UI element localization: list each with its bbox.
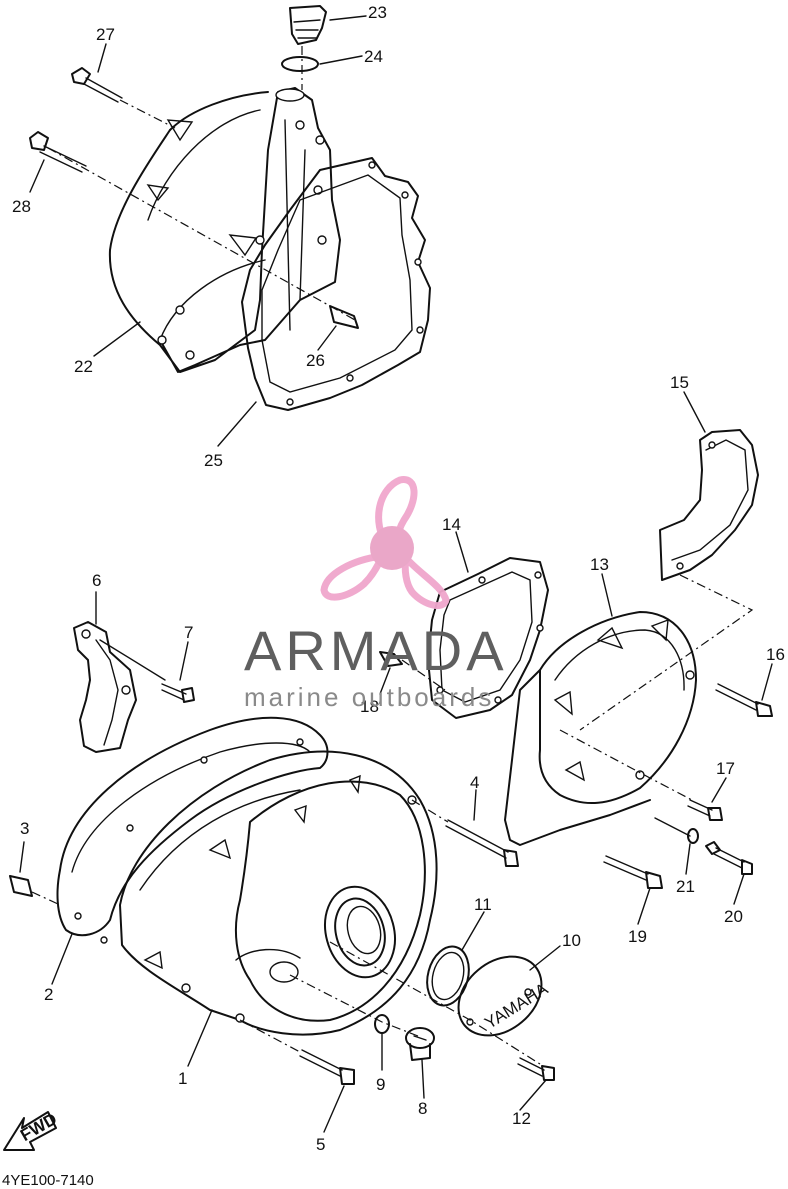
- armada-watermark: ARMADA marine outboards: [244, 476, 508, 712]
- callout-13: 13: [590, 555, 609, 574]
- clutch-housing: [108, 87, 341, 373]
- bolt-17: [687, 799, 723, 821]
- mounting-bracket: [73, 621, 166, 753]
- washer-21: [687, 828, 699, 844]
- dowel-pin: [329, 305, 359, 329]
- callout-10: 10: [562, 931, 581, 950]
- callout-21: 21: [676, 877, 695, 896]
- plug-8: [405, 1027, 435, 1061]
- o-ring-11-inner: [431, 951, 465, 1001]
- bolt-28: [29, 131, 87, 173]
- callout-2: 2: [44, 985, 53, 1004]
- callout-15: 15: [670, 373, 689, 392]
- bolt-5: [299, 1049, 355, 1085]
- crankcase-cover-gasket: [427, 557, 549, 719]
- leader-lines: [19, 15, 773, 1133]
- callout-22: 22: [74, 357, 93, 376]
- callout-17: 17: [716, 759, 735, 778]
- callout-7: 7: [184, 623, 193, 642]
- screw-12: [517, 1057, 555, 1081]
- callout-26: 26: [306, 351, 325, 370]
- fwd-label: FWD: [17, 1109, 60, 1145]
- oil-seal: [324, 885, 396, 979]
- chain-case-cover: [504, 611, 697, 846]
- callout-27: 27: [96, 25, 115, 44]
- chain-guard: [659, 429, 759, 581]
- callout-3: 3: [20, 819, 29, 838]
- centre-line-8: [289, 974, 419, 1037]
- crankcase-cover: [119, 750, 438, 1036]
- callout-9: 9: [376, 1075, 385, 1094]
- housing-gasket: [241, 157, 431, 411]
- callout-12: 12: [512, 1109, 531, 1128]
- callout-numbers: 23 24 27 28 22 26 25 15 14 13 6 7 16 18 …: [12, 3, 785, 1154]
- forward-arrow: FWD: [3, 1109, 60, 1151]
- callout-5: 5: [316, 1135, 325, 1154]
- o-ring-11: [426, 945, 470, 1007]
- centre-line-28: [47, 147, 356, 321]
- bolt-16: [715, 683, 773, 717]
- callout-16: 16: [766, 645, 785, 664]
- bolt-20: [705, 841, 753, 875]
- callout-11: 11: [474, 895, 492, 914]
- callout-14: 14: [442, 515, 461, 534]
- callout-6: 6: [92, 571, 101, 590]
- bolt-18: [379, 651, 446, 691]
- leader-21: [654, 817, 691, 837]
- cover-stamp: YAMAHA: [481, 979, 551, 1033]
- centre-line-10: [329, 941, 541, 1065]
- callout-24: 24: [364, 47, 383, 66]
- plug-o-ring: [281, 56, 319, 72]
- callout-8: 8: [418, 1099, 427, 1118]
- callout-4: 4: [470, 773, 479, 792]
- watermark-tagline: marine outboards: [244, 682, 494, 712]
- bolt-7: [161, 683, 195, 703]
- centre-line-13: [559, 729, 693, 801]
- dowel-pin-3: [9, 875, 59, 905]
- part-code: 4YE100-7140: [2, 1172, 94, 1189]
- callout-19: 19: [628, 927, 647, 946]
- propeller-logo: [320, 476, 450, 610]
- callout-20: 20: [724, 907, 743, 926]
- oil-filler-plug: [289, 5, 327, 45]
- callout-25: 25: [204, 451, 223, 470]
- crankcase-gasket: [56, 716, 329, 944]
- callout-23: 23: [368, 3, 387, 22]
- callout-1: 1: [178, 1069, 187, 1088]
- callout-18: 18: [360, 697, 379, 716]
- callout-28: 28: [12, 197, 31, 216]
- bolt-4: [445, 819, 519, 867]
- centre-line-15: [579, 574, 754, 731]
- bolt-19: [603, 855, 663, 889]
- washer-9: [374, 1014, 390, 1034]
- centre-line-5: [239, 1019, 301, 1053]
- bolt-27: [71, 67, 123, 103]
- centre-line-4: [411, 799, 449, 823]
- watermark-brand: ARMADA: [244, 619, 508, 682]
- centre-line-27: [119, 99, 176, 129]
